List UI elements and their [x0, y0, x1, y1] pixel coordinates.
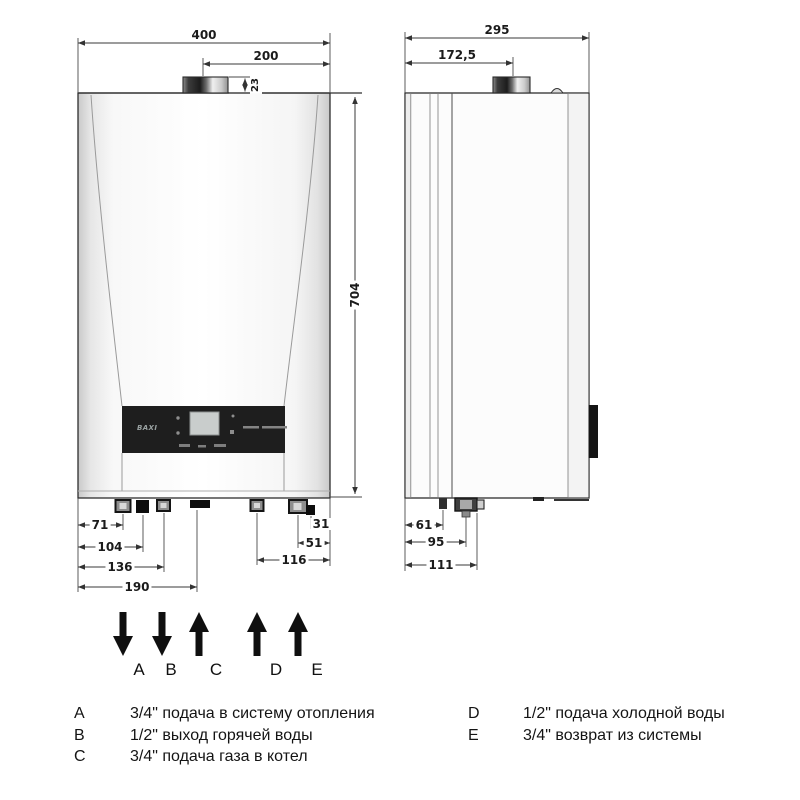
side-view [404, 32, 598, 571]
legend-row-a: A 3/4" подача в систему отопления [74, 704, 375, 723]
dim-front-flue-collar-height: 23 [250, 76, 262, 94]
flow-arrow-up-icon [247, 612, 267, 656]
panel-icon [230, 430, 234, 434]
dim-side-61: 61 [413, 518, 435, 532]
legend-desc: 3/4" подача газа в котел [130, 748, 308, 765]
dim-side-111: 111 [426, 558, 456, 572]
dim-front-116: 116 [279, 553, 309, 567]
bottom-clip [533, 497, 544, 501]
legend-desc: 3/4" возврат из системы [523, 727, 702, 744]
legend-desc: 3/4" подача в систему отопления [130, 705, 375, 722]
pipe-c-gas-inlet [190, 500, 210, 508]
dim-side-95: 95 [425, 535, 447, 549]
side-pipe-connections [439, 497, 485, 518]
connection-letter-a: A [133, 660, 145, 679]
side-front-strip [405, 93, 411, 498]
flue-collar-front [182, 76, 229, 94]
connection-letter-d: D [269, 660, 283, 679]
dim-front-flue-offset: 200 [251, 49, 281, 63]
panel-button [179, 444, 190, 447]
flue-collar-side [492, 76, 531, 94]
connection-letter-b: B [165, 660, 177, 679]
flow-arrow-up-icon [288, 612, 308, 656]
brand-logo: BAXI [137, 424, 158, 432]
legend-desc: 1/2" выход горячей воды [130, 727, 313, 744]
legend-row-d: D 1/2" подача холодной воды [468, 704, 725, 723]
front-view [77, 33, 362, 592]
side-panel-lines [410, 93, 569, 498]
boiler-side-body [404, 92, 590, 499]
dim-front-104: 104 [95, 540, 125, 554]
front-panel-left-curve [90, 94, 123, 407]
dim-front-136: 136 [105, 560, 135, 574]
dim-front-51: 51 [303, 536, 325, 550]
dim-front-31: 31 [310, 517, 332, 531]
panel-button [214, 444, 226, 447]
legend-row-e: E 3/4" возврат из системы [468, 726, 702, 745]
flow-arrow-down-icon [113, 612, 133, 656]
side-valve-nub [476, 499, 485, 510]
legend-key: D [468, 705, 480, 722]
flow-arrow-down-icon [152, 612, 172, 656]
dim-side-depth: 295 [482, 23, 512, 37]
side-back-strip [568, 93, 589, 498]
side-valve-center [460, 500, 472, 509]
panel-icon [231, 414, 235, 418]
legend-key: A [74, 705, 85, 722]
legend-desc: 1/2" подача холодной воды [523, 705, 725, 722]
dim-front-190: 190 [122, 580, 152, 594]
flow-arrows [113, 612, 308, 656]
legend-row-b: B 1/2" выход горячей воды [74, 726, 313, 745]
panel-text-mark [262, 426, 287, 429]
legend-key: C [74, 748, 86, 765]
panel-text-mark [243, 426, 259, 429]
dim-front-71: 71 [89, 518, 111, 532]
front-pipe-connections [114, 499, 315, 515]
pipe-a-center [119, 503, 127, 509]
pipe-b-dhw-outlet [136, 500, 149, 513]
dim-front-width: 400 [189, 28, 219, 42]
front-panel-right-curve [283, 94, 319, 407]
dim-front-height: 704 [348, 280, 362, 310]
flow-arrow-up-icon [189, 612, 209, 656]
wall-hook [550, 88, 564, 94]
pipe-drain-tab [306, 505, 315, 515]
lcd-display [189, 411, 220, 436]
legend-row-c: C 3/4" подача газа в котел [74, 747, 308, 766]
side-valve-stem [461, 510, 471, 518]
dim-side-flue-offset: 172,5 [436, 48, 478, 62]
pipe-b2-center [160, 503, 167, 508]
connection-letter-c: C [209, 660, 223, 679]
legend-key: E [468, 727, 479, 744]
connection-letter-e: E [311, 660, 323, 679]
side-pipe-small [439, 498, 447, 509]
panel-button [198, 445, 206, 448]
panel-icon [176, 416, 180, 420]
pipe-e-center [293, 503, 302, 510]
legend-key: B [74, 727, 85, 744]
mounting-bracket [588, 405, 598, 458]
panel-icon [176, 431, 180, 435]
control-panel [122, 406, 287, 453]
pipe-d-center [254, 503, 260, 508]
